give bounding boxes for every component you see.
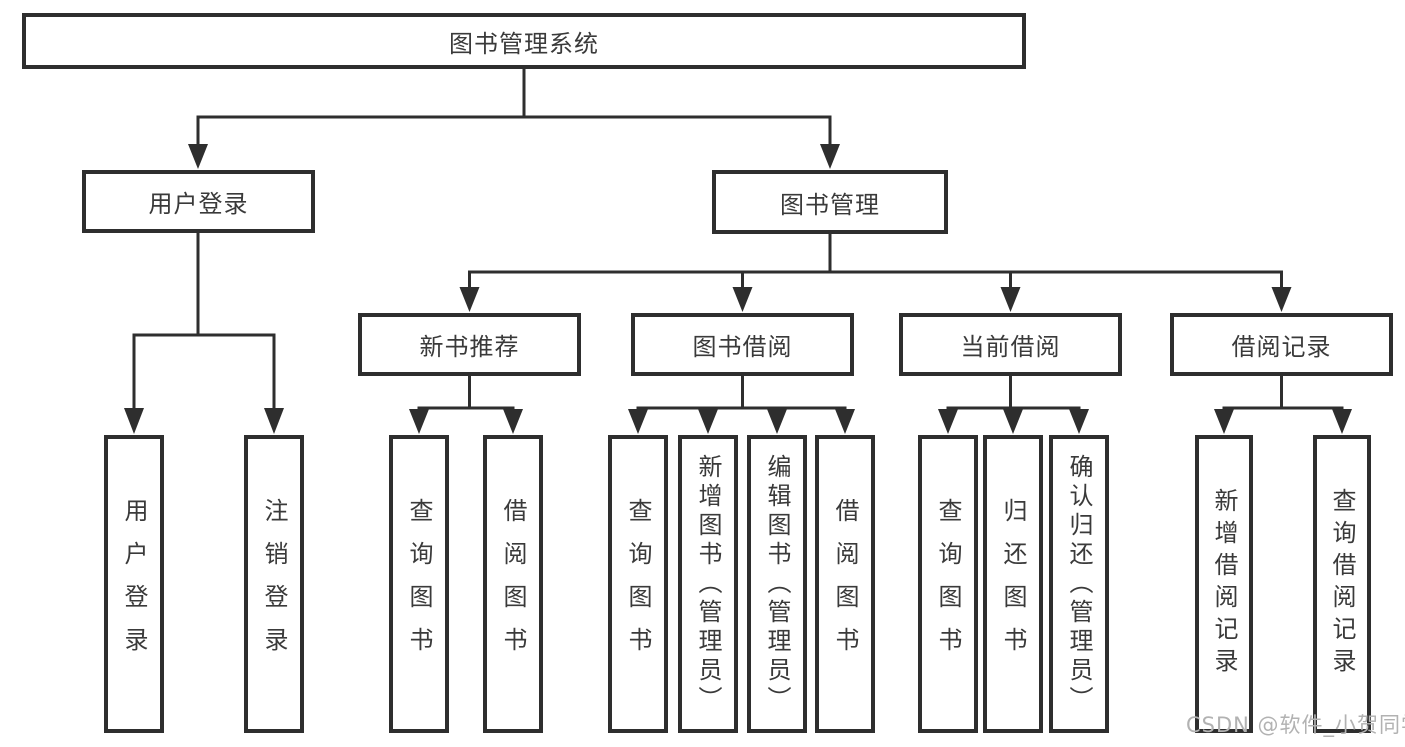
leaf-return-book: 归还图书	[983, 435, 1043, 733]
leaf-logout-label: 注销登录	[260, 498, 288, 670]
leaf-borrow-book-2-label: 借阅图书	[831, 498, 859, 670]
leaf-user-login: 用户登录	[104, 435, 164, 733]
leaf-edit-book-admin-label: 编辑图书（管理员）	[763, 453, 791, 715]
node-current-borrow: 当前借阅	[899, 313, 1122, 376]
leaf-logout: 注销登录	[244, 435, 304, 733]
leaf-query-book-2: 查询图书	[608, 435, 668, 733]
leaf-add-borrow-record: 新增借阅记录	[1195, 435, 1253, 733]
node-borrow-records: 借阅记录	[1170, 313, 1393, 376]
node-book-management: 图书管理	[712, 170, 948, 234]
node-root-system: 图书管理系统	[22, 13, 1026, 69]
leaf-query-book-2-label: 查询图书	[624, 498, 652, 670]
leaf-query-book-1: 查询图书	[389, 435, 449, 733]
leaf-query-book-1-label: 查询图书	[405, 498, 433, 670]
node-new-book-recommend: 新书推荐	[358, 313, 581, 376]
leaf-user-login-label: 用户登录	[120, 498, 148, 670]
node-book-borrow: 图书借阅	[631, 313, 854, 376]
leaf-query-borrow-record-label: 查询借阅记录	[1328, 488, 1356, 680]
leaf-add-book-admin-label: 新增图书（管理员）	[694, 453, 722, 715]
leaf-borrow-book-2: 借阅图书	[815, 435, 875, 733]
leaf-return-book-label: 归还图书	[999, 498, 1027, 670]
csdn-watermark: CSDN @软件_小贺同学	[1186, 713, 1405, 737]
node-user-login: 用户登录	[82, 170, 315, 233]
leaf-edit-book-admin: 编辑图书（管理员）	[747, 435, 807, 733]
leaf-borrow-book-1: 借阅图书	[483, 435, 543, 733]
leaf-query-book-3-label: 查询图书	[934, 498, 962, 670]
leaf-borrow-book-1-label: 借阅图书	[499, 498, 527, 670]
leaf-add-book-admin: 新增图书（管理员）	[678, 435, 738, 733]
leaf-add-borrow-record-label: 新增借阅记录	[1210, 488, 1238, 680]
leaf-query-book-3: 查询图书	[918, 435, 978, 733]
leaf-query-borrow-record: 查询借阅记录	[1313, 435, 1371, 733]
leaf-confirm-return-admin: 确认归还（管理员）	[1049, 435, 1109, 733]
leaf-confirm-return-admin-label: 确认归还（管理员）	[1065, 453, 1093, 715]
